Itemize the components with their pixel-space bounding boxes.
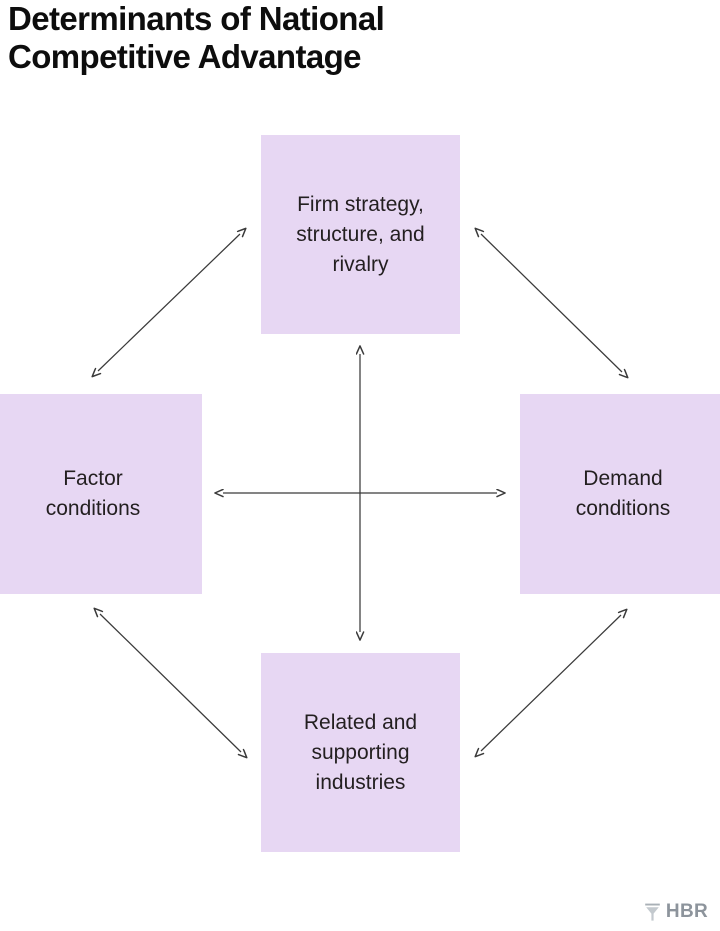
hbr-wordmark: HBR (665, 901, 708, 922)
page-title: Determinants of National Competitive Adv… (8, 0, 385, 75)
arrow-diagonal-bottom-left (100, 614, 241, 752)
node-demand-conditions-label: Demand conditions (575, 467, 671, 520)
node-factor-conditions-label: Factor conditions (45, 467, 141, 520)
node-related-supporting-industries: Related and supporting industries (261, 653, 460, 852)
hbr-funnel-icon (645, 903, 660, 921)
node-factor-conditions: Factor conditions (0, 394, 202, 594)
node-related-supporting-industries-label: Related and supporting industries (303, 710, 418, 794)
arrow-diagonal-top-left (98, 234, 240, 371)
hbr-logo: HBR (644, 901, 708, 923)
arrow-diagonal-top-right (481, 234, 622, 372)
node-firm-strategy: Firm strategy, structure, and rivalry (261, 135, 460, 334)
node-demand-conditions: Demand conditions (520, 394, 720, 594)
node-firm-strategy-label: Firm strategy, structure, and rivalry (296, 192, 425, 276)
arrow-diagonal-bottom-right (481, 615, 621, 751)
